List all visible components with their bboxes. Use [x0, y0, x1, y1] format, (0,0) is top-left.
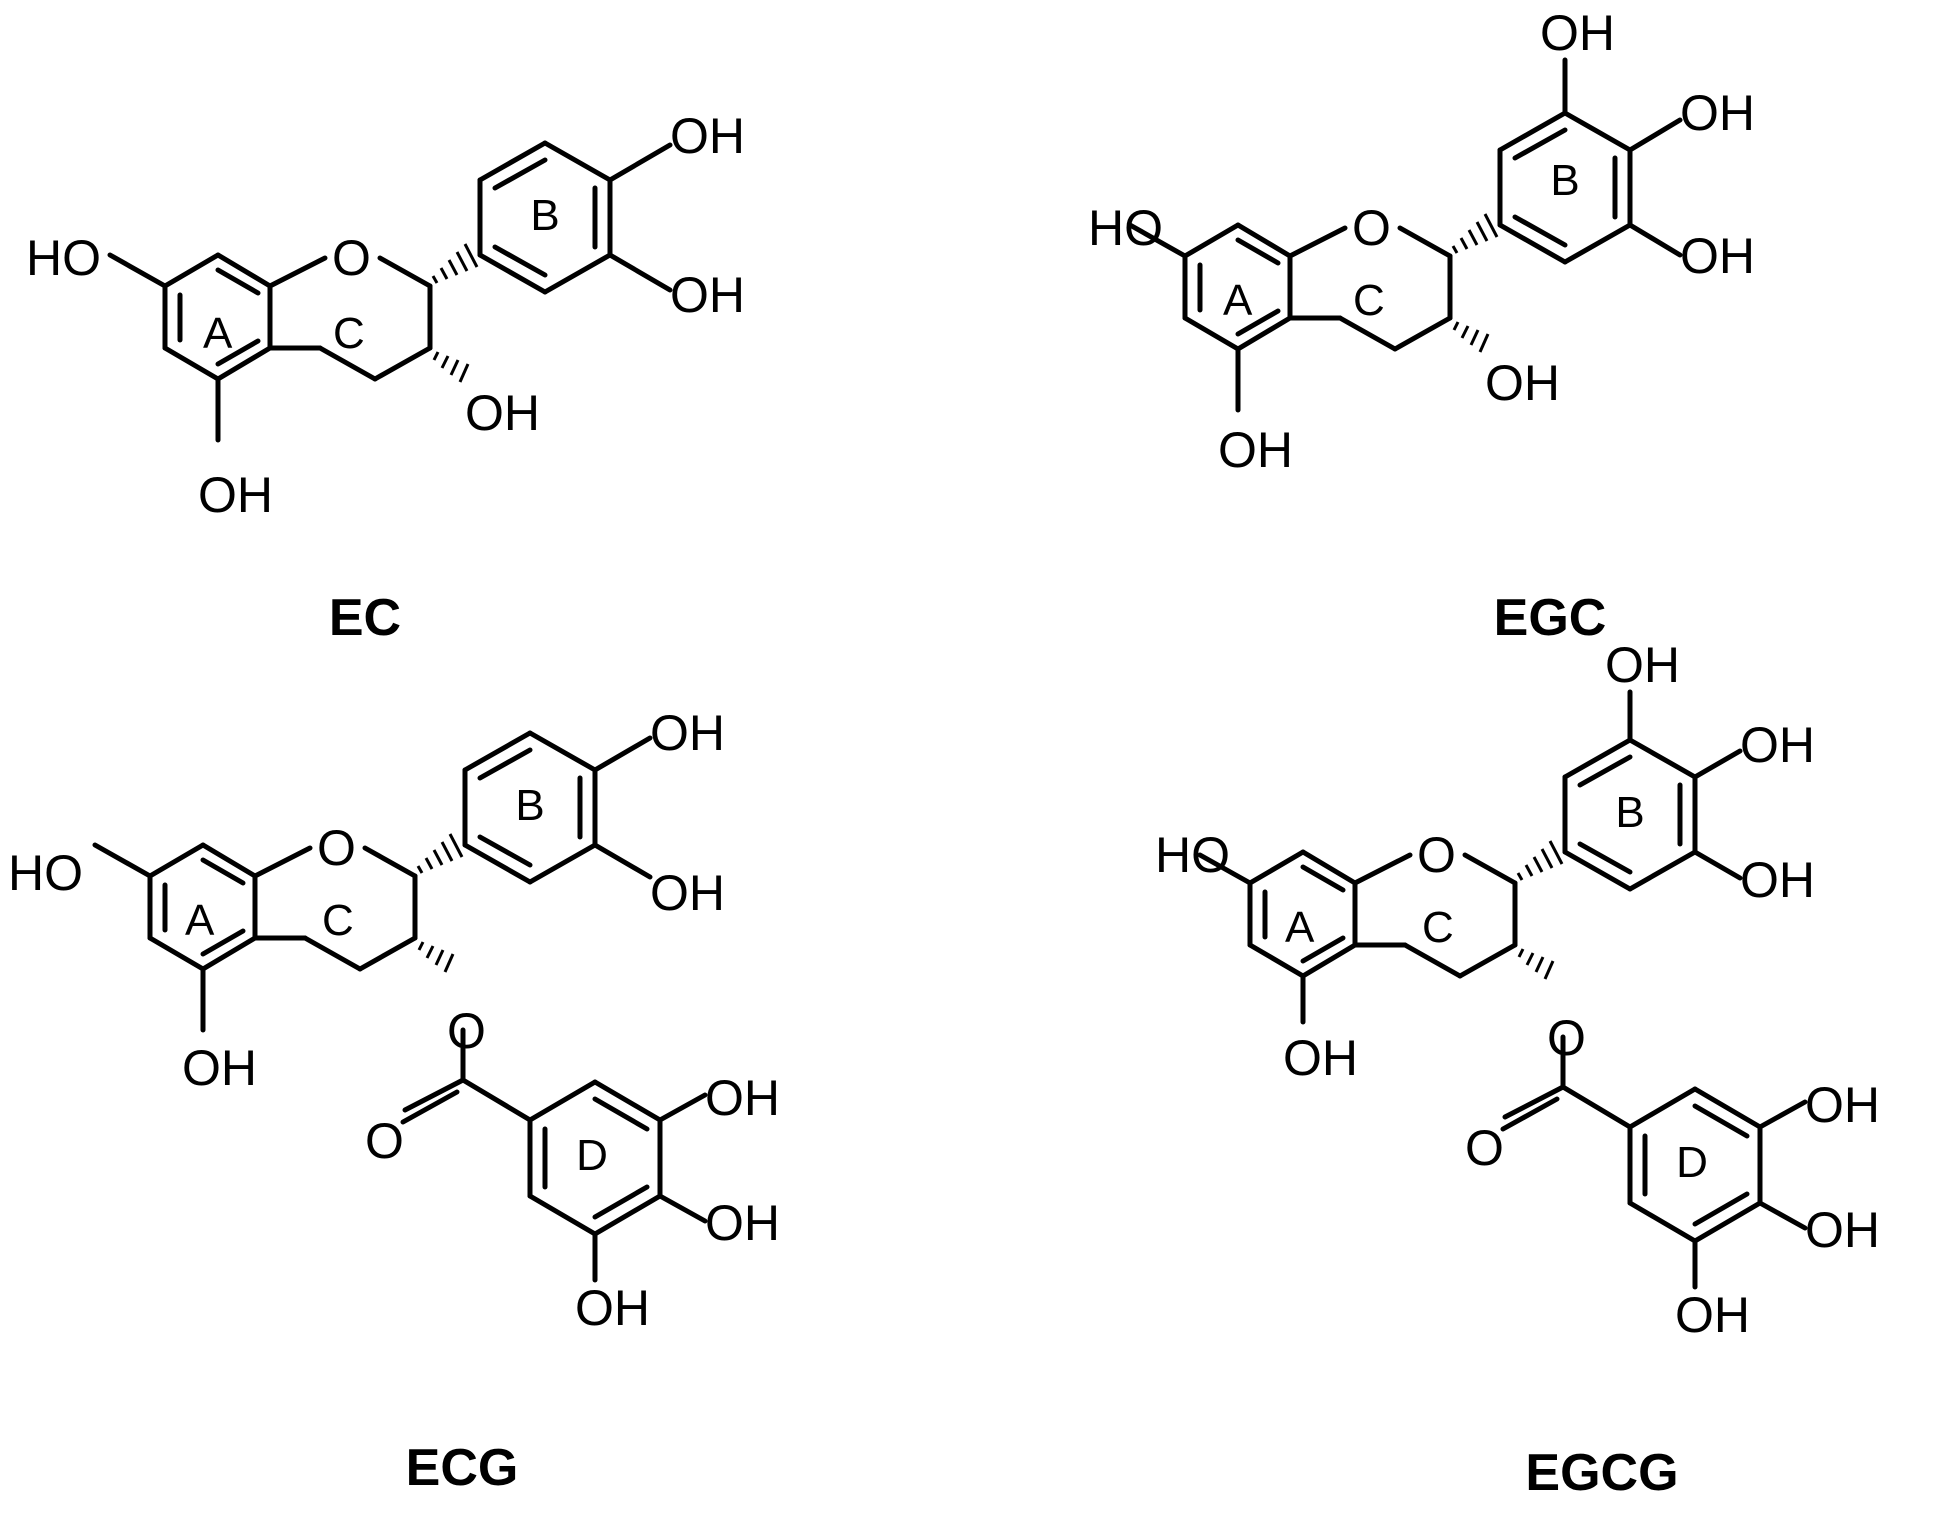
egcg-hash-bond-o [1517, 948, 1555, 980]
egcg-ring-c-bonds [1352, 852, 1518, 979]
ec-oh-bonds [107, 252, 221, 443]
ec-ring-oxygen: O [332, 230, 371, 286]
ecg-oh-a: OH [182, 1040, 257, 1096]
egc-oh-a: OH [1218, 422, 1293, 478]
ecg-oh-d-2: OH [705, 1195, 780, 1251]
ec-hash-bond-oh [432, 351, 470, 383]
egcg-ring-d-bonds [1627, 1086, 1808, 1290]
ecg-ring-b-bonds [462, 730, 653, 885]
ec-name: EC [329, 589, 401, 647]
ecg-oh-b-top: OH [650, 705, 725, 761]
egcg-oh-b-1: OH [1605, 637, 1680, 693]
egcg-oh-b-2: OH [1740, 717, 1815, 773]
ecg-ring-d-label: D [576, 1131, 608, 1180]
egc-oh-b-2: OH [1680, 85, 1755, 141]
egc-oh-b-3: OH [1680, 228, 1755, 284]
egcg-oh-d-1: OH [1805, 1077, 1880, 1133]
ecg-hash-bond-b [416, 833, 464, 874]
egc-ring-c-label: C [1353, 276, 1385, 325]
ecg-ring-c-label: C [322, 896, 354, 945]
egc-oh-c: OH [1485, 355, 1560, 411]
egcg-name: EGCG [1525, 1444, 1678, 1502]
ecg-ester-bonds [92, 842, 533, 1125]
ecg-ring-b-label: B [515, 781, 544, 830]
egcg-hash-bond-b [1516, 840, 1564, 881]
egcg-oh-a: OH [1283, 1030, 1358, 1086]
ecg-name: ECG [406, 1439, 519, 1497]
ecg-ring-a-label: A [185, 896, 215, 945]
ec-ho-label: HO [26, 230, 101, 286]
ecg-ring-oxygen: O [317, 820, 356, 876]
ecg-oh-d-3: OH [575, 1280, 650, 1336]
molecule-egc: HO O OH OH OH OH OH A C B EGC [1088, 5, 1755, 647]
molecule-ec: HO O OH OH OH OH A C B EC [26, 108, 745, 647]
egc-ring-c-bonds [1287, 225, 1453, 352]
egcg-ring-a-label: A [1285, 903, 1315, 952]
egc-ring-b-label: B [1550, 156, 1579, 205]
egc-name: EGC [1494, 589, 1607, 647]
egcg-ring-a-bonds [1247, 849, 1358, 979]
egcg-ring-oxygen: O [1417, 827, 1456, 883]
egcg-oh-d-3: OH [1675, 1287, 1750, 1343]
egc-ho-label: HO [1088, 200, 1163, 256]
ecg-ring-a-bonds [147, 842, 258, 972]
egcg-ring-c-label: C [1422, 903, 1454, 952]
ec-oh-b-bottom: OH [670, 267, 745, 323]
egcg-ring-d-label: D [1676, 1138, 1708, 1187]
ec-ring-b-label: B [530, 191, 559, 240]
egc-oh-bonds [1127, 222, 1241, 413]
egc-ring-a-bonds [1182, 222, 1293, 352]
ec-oh-c: OH [465, 385, 540, 441]
egcg-oh-d-2: OH [1805, 1202, 1880, 1258]
egcg-ring-b-label: B [1615, 788, 1644, 837]
egc-hash-bond-oh [1452, 321, 1490, 353]
egc-ring-a-label: A [1223, 276, 1253, 325]
ecg-hash-bond-o [417, 941, 455, 973]
molecule-ecg: HO O OH OH OH O O OH OH OH A C B D ECG [8, 705, 780, 1497]
egcg-ho-label: HO [1155, 827, 1230, 883]
ecg-oh-b-bottom: OH [650, 865, 725, 921]
ecg-ho-label: HO [8, 845, 83, 901]
egcg-ester-bonds [1197, 852, 1633, 1132]
ec-ring-a-label: A [203, 309, 233, 358]
ec-ring-a-bonds [162, 252, 273, 382]
ecg-o-ester: O [447, 1003, 486, 1059]
ec-ring-c-label: C [333, 309, 365, 358]
egcg-oh-b-3: OH [1740, 852, 1815, 908]
egc-hash-bond-b [1451, 213, 1499, 254]
egcg-o-carbonyl: O [1465, 1120, 1504, 1176]
egc-ring-oxygen: O [1352, 200, 1391, 256]
ec-hash-bond-b [431, 243, 479, 284]
egcg-ring-b-bonds [1562, 689, 1743, 892]
ec-oh-a: OH [198, 467, 273, 523]
ecg-ring-c-bonds [252, 845, 418, 972]
egc-oh-b-1: OH [1540, 5, 1615, 61]
ec-ring-c-bonds [267, 255, 433, 382]
egcg-o-ester: O [1547, 1010, 1586, 1066]
ecg-o-carbonyl: O [365, 1113, 404, 1169]
ecg-ring-d-bonds [527, 1079, 708, 1283]
ecg-oh-d-1: OH [705, 1070, 780, 1126]
ec-ring-b-bonds [477, 140, 673, 295]
molecule-egcg: HO O OH OH OH OH O O OH OH OH A C B D EG… [1155, 637, 1880, 1502]
egc-ring-b-bonds [1497, 57, 1683, 265]
ec-oh-b-top: OH [670, 108, 745, 164]
